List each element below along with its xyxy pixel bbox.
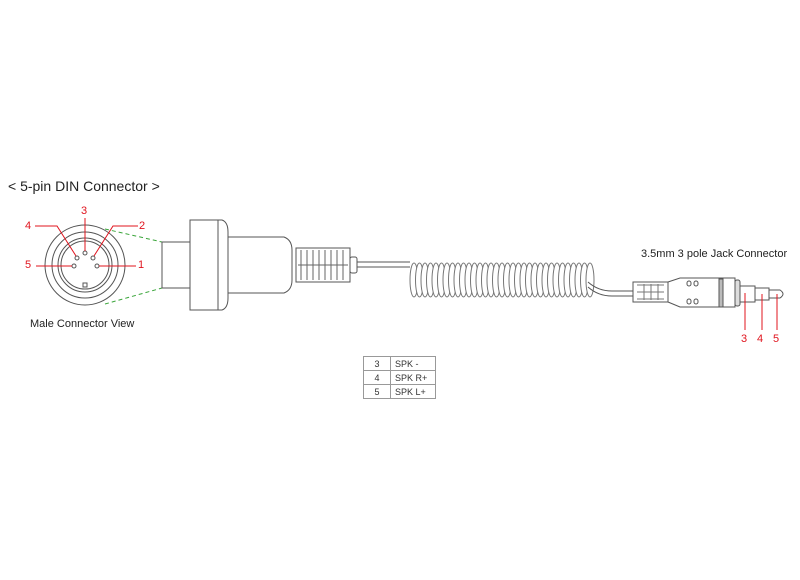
jack-pin-3-label: 3 <box>741 333 748 345</box>
jack-pin-5-label: 5 <box>773 333 780 345</box>
din-pin-leaders <box>35 218 138 267</box>
jack-pin-4-label: 4 <box>757 333 764 345</box>
jack-cable <box>587 281 633 297</box>
jack-plug <box>632 277 784 308</box>
jack-pin-leaders <box>744 293 778 330</box>
male-connector-view-label: Male Connector View <box>30 318 135 330</box>
din-pin-3-label: 3 <box>81 205 88 217</box>
signal-cell: SPK - <box>390 356 436 371</box>
din-plug <box>161 219 410 311</box>
coiled-cable <box>409 262 595 298</box>
pin-cell: 3 <box>363 356 391 371</box>
signal-cell: SPK R+ <box>390 370 436 385</box>
guide-lines <box>104 228 163 305</box>
pin-cell: 4 <box>363 370 391 385</box>
jack-connector-label: 3.5mm 3 pole Jack Connector <box>641 248 788 260</box>
diagram-title: < 5-pin DIN Connector > <box>8 178 160 194</box>
signal-cell: SPK L+ <box>390 384 436 399</box>
din-pin-5-label: 5 <box>25 259 32 271</box>
pin-cell: 5 <box>363 384 391 399</box>
din-pin-1-label: 1 <box>138 259 145 271</box>
din-pin-4-label: 4 <box>25 220 32 232</box>
din-pin-2-label: 2 <box>139 220 146 232</box>
coil-loop <box>585 262 595 298</box>
